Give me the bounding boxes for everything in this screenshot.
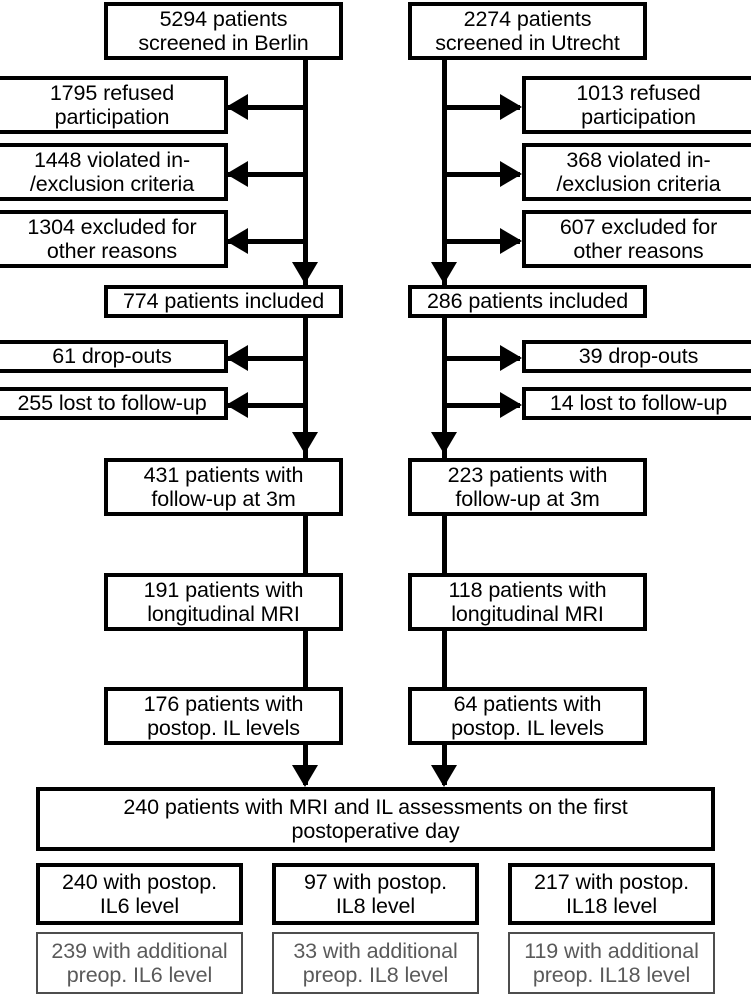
arrow-left-exclusion-2-icon — [226, 161, 248, 187]
arrow-left-lost-followup-icon — [226, 392, 248, 418]
box-left-dropouts: 61 drop-outs — [0, 340, 228, 373]
right-trunk-followup-to-mri — [442, 516, 447, 576]
box-right-mri-label: 118 patients with longitudinal MRI — [448, 577, 607, 626]
box-postop-il8-label: 97 with postop. IL8 level — [303, 869, 448, 918]
box-right-exclusion-1: 1013 refused participation — [522, 76, 751, 134]
box-left-exclusion-3-label: 1304 excluded for other reasons — [27, 214, 197, 263]
arrow-left-exclusion-3-icon — [226, 228, 248, 254]
box-combined-assessments: 240 patients with MRI and IL assessments… — [36, 787, 715, 851]
arrow-down-right-followup-icon — [431, 432, 457, 454]
arrow-right-exclusion-2-icon — [500, 161, 522, 187]
box-preop-il8-label: 33 with additional preop. IL8 level — [293, 938, 458, 987]
arrow-left-dropouts-icon — [226, 345, 248, 371]
box-right-followup: 223 patients with follow-up at 3m — [408, 458, 647, 516]
left-trunk-screened-to-included — [303, 58, 308, 298]
box-left-screened: 5294 patients screened in Berlin — [104, 2, 343, 60]
box-preop-il8: 33 with additional preop. IL8 level — [272, 932, 479, 994]
arrow-right-dropouts-icon — [500, 345, 522, 371]
box-right-included-label: 286 patients included — [426, 289, 629, 314]
right-trunk-screened-to-included — [442, 58, 447, 298]
box-right-exclusion-3-label: 607 excluded for other reasons — [559, 214, 718, 263]
box-left-mri-label: 191 patients with longitudinal MRI — [143, 577, 304, 626]
box-combined-assessments-label: 240 patients with MRI and IL assessments… — [123, 794, 628, 843]
right-connector-to-exclusion-3 — [442, 239, 520, 244]
box-left-mri: 191 patients with longitudinal MRI — [104, 573, 343, 631]
box-left-exclusion-3: 1304 excluded for other reasons — [0, 210, 228, 268]
box-left-exclusion-1-label: 1795 refused participation — [49, 80, 175, 129]
box-left-followup-label: 431 patients with follow-up at 3m — [143, 462, 304, 511]
right-connector-to-dropouts — [442, 356, 520, 361]
box-right-lost-followup: 14 lost to follow-up — [522, 387, 751, 420]
box-right-screened: 2274 patients screened in Utrecht — [408, 2, 647, 60]
box-left-dropouts-label: 61 drop-outs — [52, 344, 172, 369]
right-trunk-included-to-followup — [442, 318, 447, 466]
box-right-included: 286 patients included — [408, 285, 647, 318]
box-right-exclusion-1-label: 1013 refused participation — [576, 80, 701, 129]
box-preop-il18-label: 119 with additional preop. IL18 level — [524, 938, 699, 987]
right-connector-to-exclusion-2 — [442, 172, 520, 177]
box-left-il-label: 176 patients with postop. IL levels — [143, 691, 304, 740]
left-connector-to-exclusion-3 — [228, 239, 306, 244]
box-left-exclusion-2: 1448 violated in- /exclusion criteria — [0, 143, 228, 201]
right-connector-to-exclusion-1 — [442, 105, 520, 110]
box-right-mri: 118 patients with longitudinal MRI — [408, 573, 647, 631]
left-connector-to-dropouts — [228, 356, 306, 361]
box-preop-il6: 239 with additional preop. IL6 level — [36, 932, 243, 994]
box-left-included-label: 774 patients included — [122, 289, 325, 314]
arrow-right-lost-followup-icon — [500, 392, 522, 418]
box-right-il-label: 64 patients with postop. IL levels — [451, 691, 604, 740]
box-right-dropouts: 39 drop-outs — [522, 340, 751, 373]
box-postop-il8: 97 with postop. IL8 level — [272, 863, 479, 925]
arrow-down-left-combined-icon — [292, 765, 318, 787]
left-connector-to-exclusion-1 — [228, 105, 306, 110]
box-postop-il18-label: 217 with postop. IL18 level — [534, 869, 689, 918]
box-left-screened-label: 5294 patients screened in Berlin — [138, 6, 309, 55]
box-preop-il6-label: 239 with additional preop. IL6 level — [51, 938, 228, 987]
arrow-right-exclusion-1-icon — [500, 94, 522, 120]
box-left-exclusion-2-label: 1448 violated in- /exclusion criteria — [29, 147, 195, 196]
box-right-lost-followup-label: 14 lost to follow-up — [549, 391, 728, 416]
arrow-down-right-included-icon — [431, 262, 457, 284]
box-postop-il6: 240 with postop. IL6 level — [36, 863, 243, 925]
left-trunk-mri-to-il — [303, 630, 308, 688]
arrow-down-left-followup-icon — [292, 432, 318, 454]
box-left-lost-followup: 255 lost to follow-up — [0, 387, 228, 420]
box-right-exclusion-2: 368 violated in- /exclusion criteria — [522, 143, 751, 201]
box-right-dropouts-label: 39 drop-outs — [578, 344, 699, 369]
box-preop-il18: 119 with additional preop. IL18 level — [508, 932, 715, 994]
box-left-followup: 431 patients with follow-up at 3m — [104, 458, 343, 516]
right-trunk-mri-to-il — [442, 630, 447, 688]
right-connector-to-lost-followup — [442, 403, 520, 408]
box-right-exclusion-3: 607 excluded for other reasons — [522, 210, 751, 268]
arrow-right-exclusion-3-icon — [500, 228, 522, 254]
box-postop-il6-label: 240 with postop. IL6 level — [62, 869, 217, 918]
left-trunk-included-to-followup — [303, 318, 308, 466]
box-left-exclusion-1: 1795 refused participation — [0, 76, 228, 134]
left-connector-to-exclusion-2 — [228, 172, 306, 177]
box-right-screened-label: 2274 patients screened in Utrecht — [435, 6, 620, 55]
box-left-lost-followup-label: 255 lost to follow-up — [17, 391, 207, 416]
box-postop-il18: 217 with postop. IL18 level — [508, 863, 715, 925]
box-left-il: 176 patients with postop. IL levels — [104, 687, 343, 745]
box-right-il: 64 patients with postop. IL levels — [408, 687, 647, 745]
arrow-left-exclusion-1-icon — [226, 94, 248, 120]
box-left-included: 774 patients included — [104, 285, 343, 318]
box-right-exclusion-2-label: 368 violated in- /exclusion criteria — [556, 147, 721, 196]
arrow-down-left-included-icon — [292, 262, 318, 284]
arrow-down-right-combined-icon — [431, 765, 457, 787]
left-connector-to-lost-followup — [228, 403, 306, 408]
left-trunk-followup-to-mri — [303, 516, 308, 576]
box-right-followup-label: 223 patients with follow-up at 3m — [447, 462, 608, 511]
